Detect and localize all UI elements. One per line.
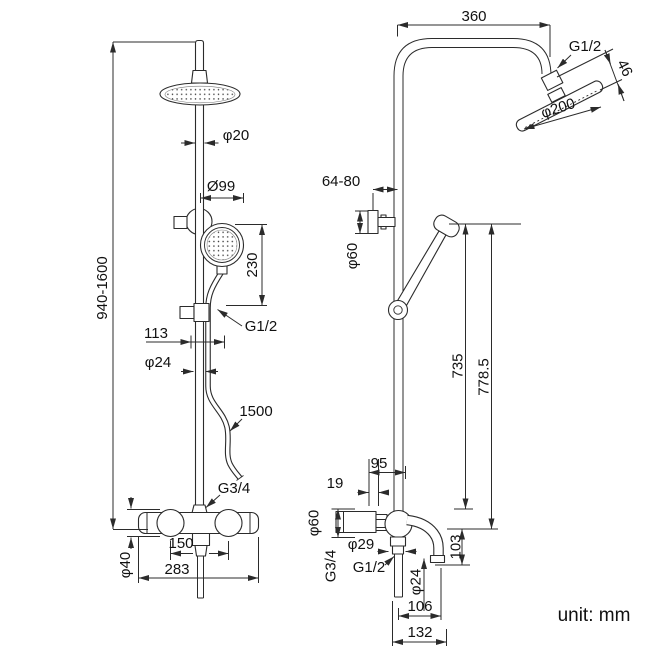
right-handle xyxy=(214,508,243,538)
dim-spout-dia: φ24 xyxy=(408,558,427,611)
dim-label-valve-width: 283 xyxy=(164,561,189,578)
unit-note: unit: mm xyxy=(558,605,631,626)
label-text-outlet-thread: G1/2 xyxy=(353,559,386,576)
label-hose-length: 1500 xyxy=(229,403,273,432)
dim-label-wall-clearance: 64-80 xyxy=(322,173,360,190)
slider-knob xyxy=(387,299,409,321)
dim-head-depth: 46 xyxy=(556,48,636,102)
label-text-inlet-thread: G3/4 xyxy=(323,550,340,583)
dim-joint-dia: φ29 xyxy=(348,536,417,555)
dim-label-pipe-dia: φ20 xyxy=(223,127,249,144)
dim-label-valve-flange-dia: φ60 xyxy=(306,510,323,536)
label-text-hose-thread: G3/4 xyxy=(218,480,251,497)
dim-label-handle-spacing: 150 xyxy=(168,535,193,552)
dim-spout-drop: 103 xyxy=(435,529,470,566)
mixer-valve-side xyxy=(335,509,413,539)
dim-label-joint-dia: φ29 xyxy=(348,536,374,553)
shower-arm-and-pipe xyxy=(393,38,552,511)
dim-rail-drop: 735 xyxy=(449,223,521,510)
wall-bracket-side xyxy=(367,209,396,235)
label-head-thread: G1/2 xyxy=(557,38,602,69)
dim-label-column-drop: 778.5 xyxy=(476,358,493,396)
label-text-head-thread: G1/2 xyxy=(569,38,602,55)
dim-spout-reach: 106 xyxy=(398,568,442,620)
label-text-hose-length: 1500 xyxy=(239,403,272,420)
head-ball-joint xyxy=(547,87,566,103)
dim-pipe-dia: φ20 xyxy=(181,127,249,146)
dim-label-spout-drop: 103 xyxy=(448,534,465,559)
label-text-slider-thread: G1/2 xyxy=(245,318,278,335)
dim-label-arm-reach: 360 xyxy=(461,8,486,25)
hose-outlet-side xyxy=(389,536,407,598)
dim-label-height-range: 940-1600 xyxy=(94,256,111,319)
dim-wall-clearance: 64-80 xyxy=(322,173,398,210)
head-connector-side xyxy=(540,69,564,91)
dim-label-bracket-flange-dia: φ60 xyxy=(344,243,361,269)
side-view: 360 G1/2 46 φ200 64-80 φ60 xyxy=(306,8,636,646)
dim-handshower-drop: 230 xyxy=(226,224,267,306)
label-hose-thread: G3/4 xyxy=(205,480,251,508)
dim-handshower-dia: Ø99 xyxy=(200,178,244,203)
label-inlet-thread: G3/4 xyxy=(323,550,340,583)
dim-label-handshower-drop: 230 xyxy=(244,252,261,277)
dim-handle-dia: φ40 xyxy=(117,497,160,578)
shower-column-pipe xyxy=(194,39,205,507)
hand-shower-front xyxy=(199,222,245,275)
dim-height-range: 940-1600 xyxy=(94,41,195,530)
dim-label-handshower-dia: Ø99 xyxy=(207,178,235,195)
tub-spout xyxy=(406,514,446,564)
left-handle xyxy=(156,508,185,538)
label-slider-thread: G1/2 xyxy=(217,309,278,335)
dim-valve-width: 283 xyxy=(138,537,259,583)
dim-label-spout-dia: φ24 xyxy=(408,569,425,595)
dim-overall-reach: 132 xyxy=(392,601,447,646)
dim-label-overall-reach: 132 xyxy=(407,624,432,641)
dim-label-column-dia: φ24 xyxy=(145,354,171,371)
dim-column-dia: φ24 xyxy=(145,354,218,375)
label-outlet-thread: G1/2 xyxy=(353,556,395,576)
dim-label-plate-depth: 19 xyxy=(327,475,344,492)
head-connector-cone xyxy=(190,69,209,84)
shower-hose xyxy=(205,271,244,481)
hand-shower-side xyxy=(392,214,460,315)
dim-plate-depth: 19 xyxy=(327,459,389,506)
dim-label-slider-offset: 113 xyxy=(144,325,168,342)
dim-label-spout-reach: 106 xyxy=(407,598,432,615)
mixer-valve-front xyxy=(137,504,260,599)
dim-bracket-flange-dia: φ60 xyxy=(344,210,368,269)
slide-bracket xyxy=(179,302,210,323)
dim-label-head-depth: 46 xyxy=(613,57,636,80)
dim-column-drop: 778.5 xyxy=(447,224,498,530)
dim-label-rail-drop: 735 xyxy=(450,353,467,378)
rain-shower-head xyxy=(159,82,241,106)
dim-slider-offset: 113 xyxy=(144,325,225,349)
dim-valve-flange-dia: φ60 xyxy=(306,508,355,538)
dim-arm-reach: 360 xyxy=(397,8,551,57)
front-view: 940-1600 φ20 Ø99 230 G1/2 113 xyxy=(94,39,278,599)
dim-handle-spacing: 150 xyxy=(168,535,229,560)
dim-label-handle-dia: φ40 xyxy=(117,552,134,578)
